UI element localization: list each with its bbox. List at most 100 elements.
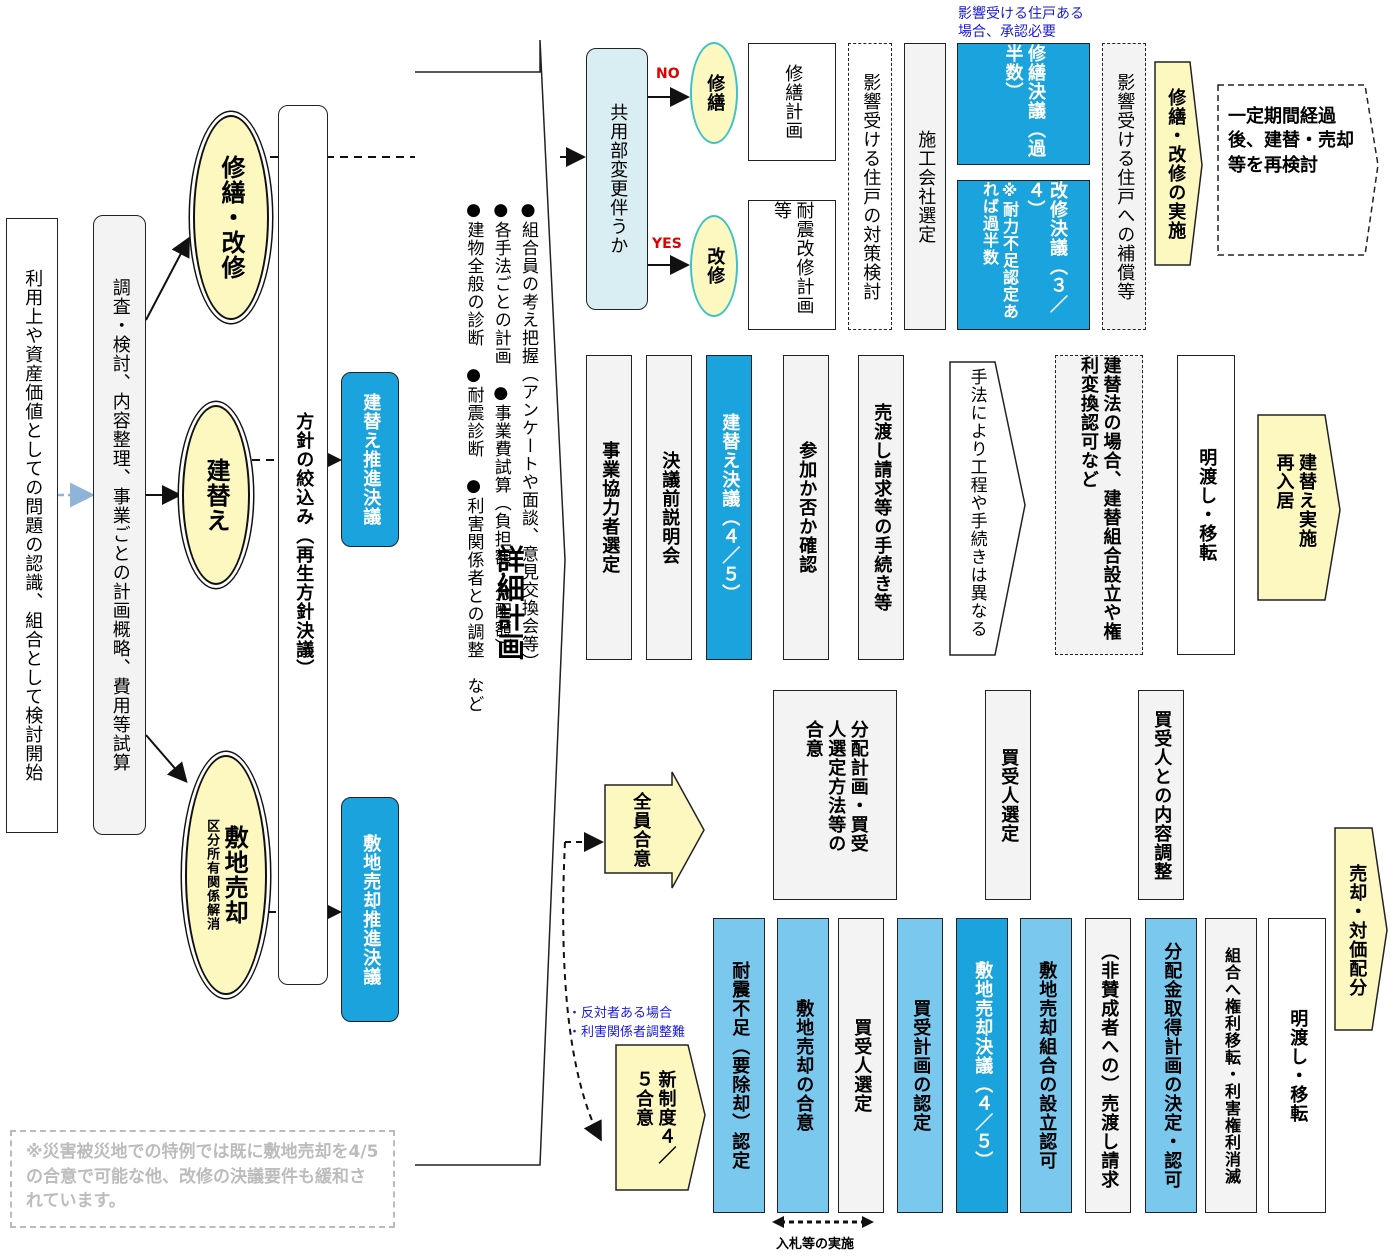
- seismic-plan-text: 耐震改修計画等: [771, 201, 815, 315]
- seismic-plan-box: 耐震改修計画等: [748, 200, 836, 330]
- renovation-resolution-box: 改修決議（３／４） ※耐力不足認定あれば過半数: [957, 180, 1090, 330]
- no-label: NO: [656, 66, 680, 82]
- common-change-box: 共用部変更伴うか: [586, 48, 648, 310]
- policy-box: 方針の絞込み（再生方針決議）: [278, 105, 328, 985]
- rebuild-handover-text: 明渡し・移転: [1196, 448, 1218, 562]
- rebuild-step-5-text: 売渡し請求等の手続き等: [871, 403, 893, 612]
- sale-step-9-text: 組合へ権利移転・利害権利消滅: [1222, 946, 1241, 1185]
- shuzen-plan-box: 修繕計画: [748, 43, 836, 161]
- yes-label: YES: [652, 236, 682, 252]
- approval-note: 影響受ける住戸ある場合、承認必要: [958, 6, 1084, 40]
- new-system: 新制度４／５合意: [616, 1050, 692, 1185]
- sale-step-4-text: 買受計画の認定: [910, 999, 932, 1132]
- process-note-text: 手法により工程や手続きは異なる: [966, 368, 987, 638]
- rebuild-handover-box: 明渡し・移転: [1177, 355, 1235, 655]
- sale-step-1: 耐震不足（要除却）認定: [713, 918, 765, 1213]
- sale-step-10-text: 明渡し・移転: [1287, 1008, 1309, 1123]
- compensation-box: 影響受ける住戸への補償等: [1102, 43, 1146, 330]
- to-sale-arrow: [145, 734, 188, 784]
- detail-item-col1: ●組合員の考え把握（アンケートや面談、意見交換会等）: [518, 200, 538, 671]
- shuzen-text: 修繕: [704, 74, 726, 112]
- sale-final: 売却・対価配分: [1335, 835, 1377, 1025]
- process-note: 手法により工程や手続きは異なる: [955, 368, 997, 648]
- rebuild-step-4-text: 参加か否か確認: [796, 441, 818, 574]
- survey-text: 調査・検討、内容整理、事業ごとの計画概略、費用等試算: [109, 278, 131, 772]
- sale-option-sub: 区分所有関係解消: [204, 819, 220, 931]
- rebuild-step-1-text: 事業協力者選定: [599, 441, 621, 574]
- sale-oval: 敷地売却 区分所有関係解消: [185, 755, 267, 995]
- sale-step-7-text: （非賛成者への）売渡し請求: [1098, 942, 1120, 1189]
- affected-study-text: 影響受ける住戸の対策検討: [860, 72, 882, 301]
- renovation-note: ※耐力不足認定あれば過半数: [980, 181, 1019, 320]
- rebuild-step-2: 決議前説明会: [646, 355, 692, 660]
- distribution-text: 分配計画・買受人選定方法等の合意: [802, 720, 869, 853]
- start-box: 利用上や資産価値としての問題の認識、組合として検討開始: [6, 218, 58, 833]
- reconsider-text: 一定期間経過後、建替・売却等を再検討: [1228, 106, 1354, 176]
- rebuild-impl: 建替え実施再入居: [1262, 420, 1327, 595]
- contractor-box: 施工会社選定: [904, 43, 946, 330]
- sale-step-9: 組合へ権利移転・利害権利消滅: [1205, 918, 1257, 1213]
- buyer-select-text: 買受人選定: [998, 747, 1020, 843]
- detail-item-col2: ●各手法ごとの計画 ●事業費試算（負担額・分配額）: [490, 200, 511, 656]
- kaishu-text: 改修: [704, 247, 726, 285]
- sale-step-10: 明渡し・移転: [1268, 918, 1326, 1213]
- sale-step-3: 買受人選定: [838, 918, 884, 1213]
- renovation-resolution-text: 改修決議（３／４）: [1024, 181, 1069, 314]
- rebuild-option-label: 建替え: [202, 457, 230, 533]
- opposition-note-1: ・反対者ある場合: [568, 1006, 673, 1021]
- footnote-text: ※災害被災地での特例では既に敷地売却を4/5の合意で可能な他、改修の決議要件も緩…: [26, 1142, 379, 1212]
- repair-resolution-text: 修繕決議（過半数）: [1002, 44, 1047, 158]
- unanimous: 全員合意: [608, 790, 672, 870]
- contractor-text: 施工会社選定: [915, 129, 937, 244]
- rebuild-promo-text: 建替え推進決議: [360, 393, 382, 526]
- common-change-text: 共用部変更伴うか: [607, 103, 629, 255]
- compensation-text: 影響受ける住戸への補償等: [1114, 72, 1136, 301]
- sale-promo-text: 敷地売却推進決議: [360, 833, 382, 986]
- rebuild-law-text: 建替法の場合、建替組合設立や権利変換認可など: [1078, 356, 1122, 641]
- reconsider-shape: [1217, 84, 1379, 256]
- sale-option-label: 敷地売却: [220, 825, 249, 925]
- rebuild-step-4: 参加か否か確認: [783, 355, 829, 660]
- rebuild-step-5: 売渡し請求等の手続き等: [858, 355, 904, 660]
- detail-bracket: [415, 39, 566, 1166]
- kaishu-oval: 改修: [690, 215, 738, 317]
- repair-option-label: 修繕・改修: [217, 155, 245, 280]
- new-system-text: 新制度４／５合意: [633, 1070, 677, 1165]
- rebuild-impl-text: 建替え実施再入居: [1273, 452, 1318, 548]
- repair-resolution-box: 修繕決議（過半数）: [957, 43, 1090, 165]
- policy-text: 方針の絞込み（再生方針決議）: [293, 412, 315, 678]
- rebuild-step-2-text: 決議前説明会: [659, 450, 681, 565]
- buyer-adjust-box: 買受人との内容調整: [1138, 690, 1184, 900]
- rebuild-law-box: 建替法の場合、建替組合設立や権利変換認可など: [1055, 355, 1143, 655]
- buyer-adjust-text: 買受人との内容調整: [1151, 709, 1173, 881]
- repair-impl-shape: [1154, 61, 1203, 266]
- new-system-shape: [615, 1044, 706, 1191]
- rebuild-promo-box: 建替え推進決議: [341, 372, 399, 547]
- repair-impl-text: 修繕・改修の実施: [1165, 87, 1187, 240]
- bid-note: 入札等の実施: [776, 1237, 855, 1252]
- repair-oval: 修繕・改修: [193, 115, 269, 320]
- survey-box: 調査・検討、内容整理、事業ごとの計画概略、費用等試算: [93, 215, 146, 835]
- shuzen-plan-text: 修繕計画: [782, 64, 804, 140]
- rebuild-step-3: 建替え決議（４／５）: [706, 355, 752, 660]
- unanimous-text: 全員合意: [630, 792, 652, 868]
- detail-item-col3: ●建物全般の診断 ●耐震診断 ●利害関係者との調整 など: [463, 200, 484, 713]
- unanimous-shape: [604, 771, 705, 889]
- start-text: 利用上や資産価値としての問題の認識、組合として検討開始: [22, 269, 44, 782]
- buyer-select-box: 買受人選定: [985, 690, 1031, 900]
- to-new-system-arrow: [562, 841, 602, 1142]
- final-shape: [1334, 827, 1388, 1031]
- opposition-note-2: ・利害関係者調整難: [568, 1025, 686, 1040]
- rebuild-impl-shape: [1257, 414, 1341, 601]
- sale-step-5-text: 敷地売却決議（４／５）: [972, 961, 994, 1170]
- to-repair-arrow: [145, 236, 190, 321]
- affected-study-box: 影響受ける住戸の対策検討: [848, 43, 892, 330]
- sale-step-5: 敷地売却決議（４／５）: [956, 918, 1008, 1213]
- rebuild-step-3-text: 建替え決議（４／５）: [719, 412, 741, 603]
- sale-step-2-text: 敷地売却の合意: [793, 999, 815, 1132]
- sale-promo-box: 敷地売却推進決議: [341, 797, 399, 1022]
- rebuild-oval: 建替え: [182, 405, 250, 585]
- footnote-box: ※災害被災地での特例では既に敷地売却を4/5の合意で可能な他、改修の決議要件も緩…: [10, 1130, 395, 1228]
